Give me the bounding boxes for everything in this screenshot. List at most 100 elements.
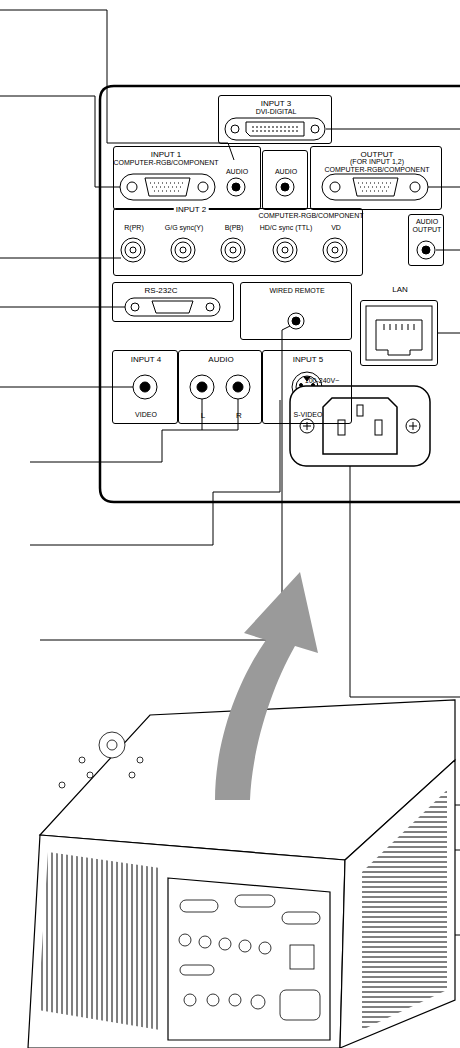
control-button — [137, 757, 143, 763]
mini-port — [207, 994, 219, 1006]
connector-group-box: INPUT 1COMPUTER-RGB/COMPONENT AUDIO — [113, 146, 261, 210]
leader-lines — [0, 10, 460, 935]
leader-line — [0, 387, 134, 388]
bnc-jack — [125, 242, 141, 258]
power-inlet — [290, 386, 430, 466]
leader-line — [326, 129, 460, 130]
connector-group-box: LAN — [360, 300, 438, 366]
rca-jack — [226, 375, 250, 399]
projector-rear — [28, 835, 345, 1048]
leader-line — [0, 258, 121, 259]
screw — [300, 419, 314, 433]
connector-group-box: OUTPUT(FOR INPUT 1,2)COMPUTER-RGB/COMPON… — [310, 146, 442, 210]
bnc-pin — [130, 247, 136, 253]
vga-port — [120, 174, 215, 200]
bnc-pin — [282, 247, 288, 253]
rca-hole — [140, 382, 150, 392]
port-label: B(PB) — [225, 224, 244, 232]
iec-pin — [375, 420, 382, 435]
port-label: RS-232C — [145, 286, 178, 295]
mini-port — [184, 994, 196, 1006]
control-button — [129, 772, 135, 778]
rca-jack — [133, 375, 157, 399]
mini-port — [229, 994, 241, 1006]
connector-group-box: INPUT 5S-VIDEO — [262, 350, 352, 424]
port-label: AUDIO — [275, 168, 297, 176]
iec-pin — [357, 405, 363, 416]
bnc-pin — [230, 247, 236, 253]
leader-line — [438, 333, 460, 334]
bnc-jack — [327, 242, 343, 258]
mini-port — [180, 900, 218, 912]
projector-port-panel — [168, 878, 330, 1040]
vent-grille — [362, 790, 447, 1030]
port-label: INPUT 1 — [151, 150, 182, 159]
dvi-socket — [246, 122, 304, 136]
bnc-jack — [171, 238, 195, 262]
panel-outline — [100, 86, 460, 502]
mini-port — [259, 942, 271, 954]
port-label: AUDIO OUTPUT — [409, 218, 445, 234]
screw — [330, 182, 340, 192]
port-label: AUDIO — [208, 355, 233, 364]
vga-pins — [150, 183, 185, 191]
bnc-jack — [121, 238, 145, 262]
port-label: VIDEO — [135, 411, 157, 419]
vga-socket — [353, 178, 398, 196]
mini-port — [199, 936, 211, 948]
connector-group-box: RS-232C — [112, 282, 234, 322]
lan-frame — [366, 306, 432, 360]
rca-jack — [190, 375, 214, 399]
leader-line — [30, 400, 280, 545]
lan-pins — [384, 324, 414, 330]
rca-hole — [197, 382, 207, 392]
vent-grille — [38, 852, 160, 1030]
connector-group-box: AUDIO — [262, 150, 308, 210]
port-label: COMPUTER-RGB/COMPONENT — [259, 212, 364, 220]
connector-group-box: INPUT 2COMPUTER-RGB/COMPONENTR(PR)G/G sy… — [113, 208, 363, 276]
mini-port — [290, 945, 314, 969]
ports — [120, 118, 435, 466]
rca-hole — [233, 382, 243, 392]
control-button — [59, 782, 65, 788]
port-label: AUDIO — [226, 168, 248, 176]
lan-socket — [376, 320, 422, 355]
bnc-jack — [221, 238, 245, 262]
control-pad — [99, 732, 125, 758]
leader-line — [30, 398, 202, 462]
leader-line — [40, 326, 290, 640]
port-label: COMPUTER-RGB/COMPONENT — [325, 166, 430, 174]
projector-ports — [179, 895, 320, 1020]
audio-jack — [417, 241, 435, 259]
mini-port — [179, 934, 191, 946]
screw — [410, 182, 420, 192]
screw — [206, 303, 214, 311]
port-label: HD/C sync (TTL) — [260, 224, 313, 232]
mini-port — [219, 938, 231, 950]
leader-line — [202, 398, 238, 430]
screw — [131, 303, 139, 311]
connector-group-box: INPUT 4 VIDEO — [112, 350, 178, 424]
port-label: G/G sync(Y) — [165, 224, 204, 232]
audio-jack-hole — [281, 183, 289, 191]
port-label: DVI-DIGITAL — [256, 108, 297, 116]
screw — [127, 182, 137, 192]
dvi-pins — [252, 127, 298, 131]
mini-port — [251, 995, 265, 1009]
leader-line — [428, 187, 460, 188]
port-label: VD — [331, 224, 341, 232]
dsub-socket — [152, 301, 193, 313]
screw — [406, 419, 420, 433]
port-label: WIRED REMOTE — [269, 287, 324, 295]
port-label: OUTPUT — [361, 150, 394, 159]
control-button — [107, 740, 117, 750]
connector-group-box: AUDIOLR — [178, 350, 262, 424]
rear-panel — [100, 86, 460, 502]
port-label: R — [236, 411, 242, 420]
control-buttons — [59, 732, 143, 788]
mini-port — [180, 965, 214, 975]
mini-port — [282, 912, 320, 924]
port-label: INPUT 4 — [131, 355, 162, 364]
port-label: COMPUTER-RGB/COMPONENT — [114, 159, 219, 167]
